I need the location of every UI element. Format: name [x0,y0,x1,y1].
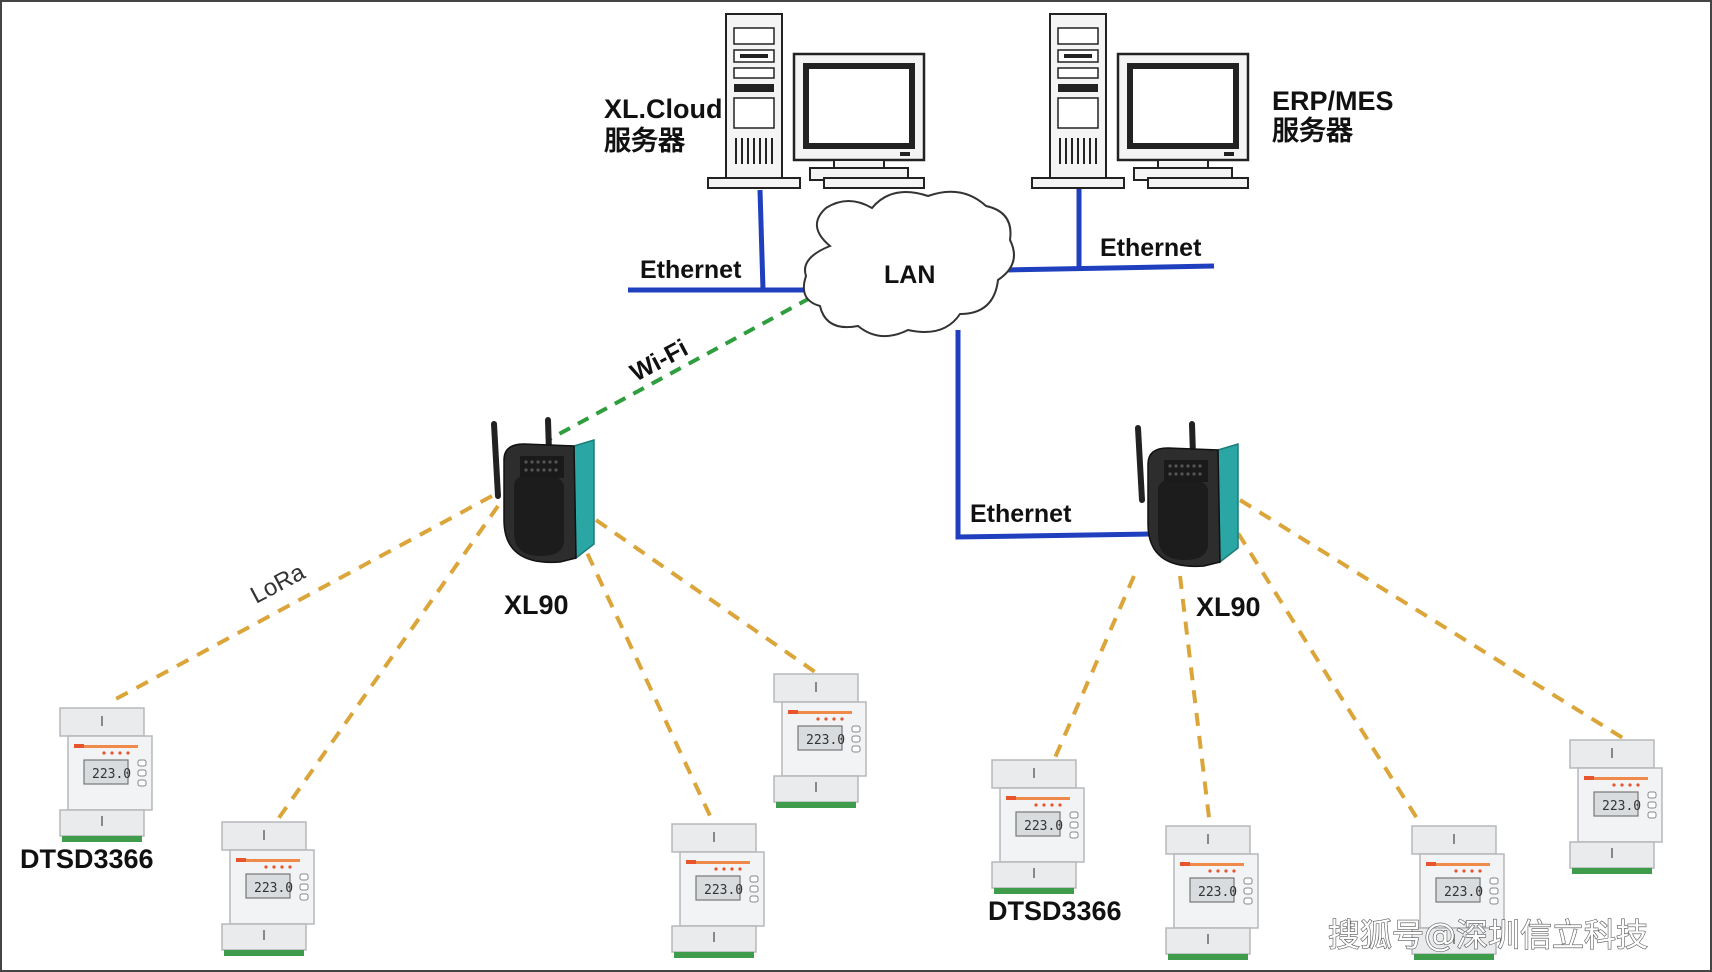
lora-link [113,494,493,702]
gateway-right-icon [1138,424,1238,566]
ethernet-links [628,186,1215,540]
lan-label: LAN [884,261,935,289]
gateway-left-icon [494,420,594,562]
meter-display-value: 223.0 [806,733,845,748]
meter-display-value: 223.0 [704,883,743,898]
lora-link [1052,575,1136,761]
meter-display-value: 223.0 [1602,799,1641,814]
watermark: 搜狐号@深圳信立科技 [1328,916,1648,954]
ethernet-line-gateway [955,330,1151,540]
erp-label-line1: ERP/MES [1272,86,1394,116]
xlcloud-label-line2: 服务器 [604,126,686,156]
meter-display-value: 223.0 [254,881,293,896]
meters-left [59,673,867,959]
lora-link [274,504,500,824]
meter-display-value: 223.0 [92,767,131,782]
wifi-link [547,296,811,442]
lora-links-right [1052,498,1628,827]
meter-display-value: 223.0 [1444,885,1483,900]
xlcloud-label-line1: XL.Cloud [604,94,722,124]
erp-mes-server-icon [1032,14,1248,188]
ethernet-line-xlcloud [757,189,766,291]
lora-links-left [113,494,820,824]
lora-link [1224,512,1420,822]
lora-link [566,511,714,821]
meter-display-value: 223.0 [1024,819,1063,834]
ethernet-label-right: Ethernet [1100,234,1202,262]
ethernet-line-right [1004,263,1215,273]
ethernet-label-gateway: Ethernet [970,500,1072,528]
xlcloud-server-icon [708,14,924,188]
gateway-right-label: XL90 [1196,592,1261,622]
meter-right-label: DTSD3366 [988,896,1122,926]
meter-left-label: DTSD3366 [20,844,154,874]
ethernet-label-left: Ethernet [640,256,742,284]
meter-readouts: 223.0 223.0 223.0 223.0 223.0 223.0 223.… [92,733,1641,900]
lora-link [1178,575,1212,827]
erp-label-line2: 服务器 [1272,116,1354,146]
gateway-left-label: XL90 [504,590,569,620]
lan-cloud [802,190,1015,337]
meter-display-value: 223.0 [1198,885,1237,900]
lora-link [1238,498,1628,742]
lora-link [594,518,820,676]
